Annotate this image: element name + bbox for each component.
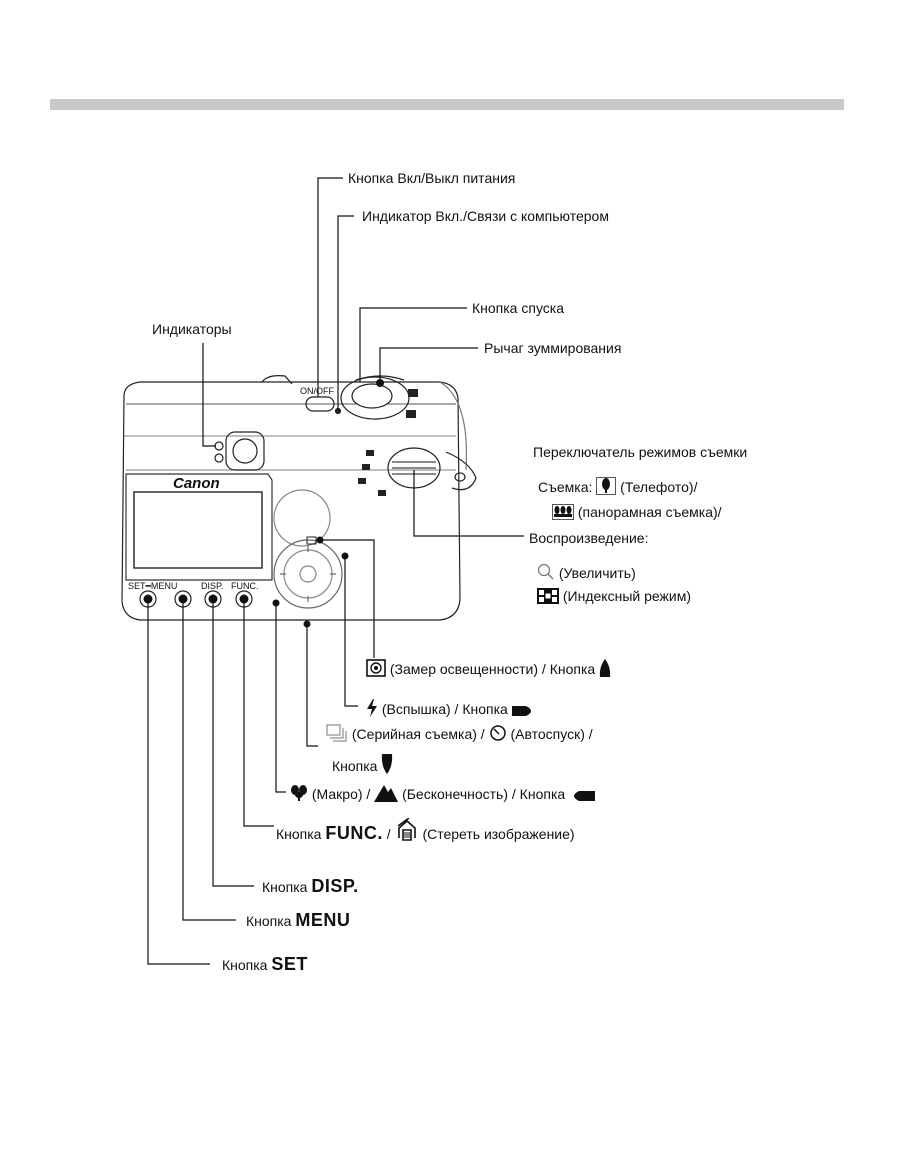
func-label: FUNC. [231, 581, 259, 591]
right-arrow-icon [511, 706, 531, 716]
label-shutter-button: Кнопка спуска [472, 300, 565, 316]
label-set-button: Кнопка SET [222, 954, 308, 974]
label-playback: Воспроизведение: [529, 530, 649, 546]
on-off-label: ON/OFF [300, 386, 334, 396]
label-menu-button: Кнопка MENU [246, 910, 351, 930]
label-flash: (Вспышка) / Кнопка [366, 699, 536, 718]
erase-icon [397, 818, 416, 841]
label-zoom-lever: Рычаг зуммирования [484, 340, 622, 356]
label-power-button: Кнопка Вкл/Выкл питания [348, 170, 516, 186]
index-icon [537, 588, 559, 604]
up-arrow-icon [599, 659, 611, 677]
set-menu-label: SET━MENU [128, 581, 178, 591]
label-power-indicator: Индикатор Вкл./Связи с компьютером [362, 208, 609, 224]
wide-icon [552, 504, 574, 520]
label-func-button: Кнопка FUNC. / (Стереть изображение) [276, 818, 575, 843]
label-down-button: Кнопка [332, 754, 393, 775]
camera-body [121, 375, 477, 621]
label-metering: (Замер освещенности) / Кнопка [366, 659, 611, 678]
disp-label: DISP. [201, 581, 224, 591]
continuous-icon [326, 724, 347, 742]
label-indicators: Индикаторы [152, 321, 232, 337]
label-magnify: (Увеличить) [537, 563, 636, 582]
leader-lines [147, 177, 524, 965]
down-arrow-icon [382, 754, 393, 774]
magnify-icon [537, 563, 554, 580]
label-continuous: (Серийная съемка) / (Автоспуск) / [326, 724, 593, 743]
metering-icon [366, 659, 386, 677]
label-disp-button: Кнопка DISP. [262, 876, 359, 896]
mode-icons [306, 389, 418, 545]
camera-brand-logo: Canon [173, 475, 220, 492]
label-index-mode: (Индексный режим) [537, 587, 691, 605]
flash-icon [367, 699, 377, 717]
tele-icon [596, 477, 617, 495]
label-shooting-tele: Съемка: (Телефото)/ [538, 477, 698, 495]
label-macro: (Макро) / (Бесконечность) / Кнопка [290, 784, 596, 803]
infinity-mountain-icon [374, 785, 399, 802]
left-arrow-icon [574, 791, 596, 801]
label-mode-switch: Переключатель режимов съемки [533, 444, 748, 460]
header-bar [50, 99, 844, 110]
selftimer-icon [489, 725, 506, 741]
label-panorama: (панорамная съемка)/ [552, 503, 722, 521]
macro-icon [291, 785, 307, 801]
